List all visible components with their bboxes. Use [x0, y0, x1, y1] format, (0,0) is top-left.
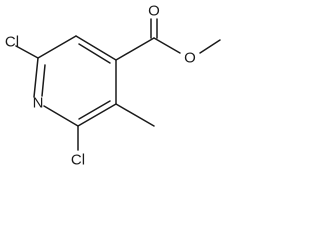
bond-c5-methyl: [115, 103, 155, 127]
bond-c6-n1: [43, 105, 79, 127]
bond-carbonyl-ester-o: [153, 37, 181, 54]
chlorine-atom-top: Cl: [5, 34, 19, 51]
chlorine-atom-bottom: Cl: [71, 152, 85, 169]
bond-n1-c2: [33, 57, 39, 98]
bond-c3-c4: [75, 35, 117, 61]
bond-c3-c4-inner: [78, 43, 111, 64]
ester-oxygen-atom: O: [184, 50, 196, 67]
bond-n1-c2-inner: [41, 64, 46, 97]
bond-c2-c3: [37, 35, 77, 59]
bond-ester-o-methyl: [199, 39, 221, 54]
bond-c2-cl: [15, 45, 39, 59]
carbonyl-oxygen-atom: O: [148, 3, 160, 20]
chemical-structure: Cl N Cl O O: [5, 3, 221, 169]
bond-c5-c6-inner: [78, 100, 111, 120]
nitrogen-atom: N: [33, 95, 44, 112]
bond-c5-c6: [77, 103, 117, 127]
bond-c4-carbonyl: [115, 37, 155, 61]
